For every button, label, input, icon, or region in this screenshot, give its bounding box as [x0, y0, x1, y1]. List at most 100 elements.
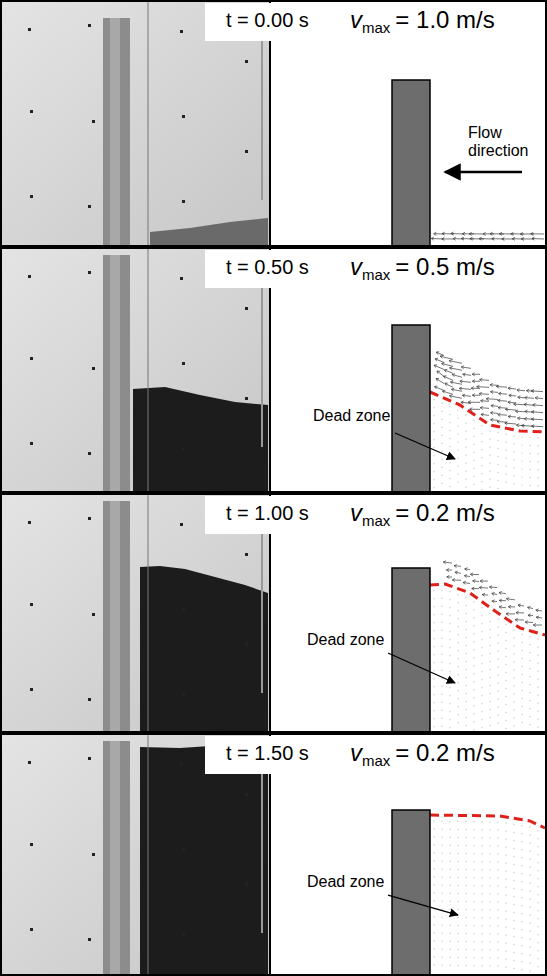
vector-head: [469, 232, 472, 235]
title-box: [205, 250, 545, 288]
zero-vector-dot: [505, 942, 506, 943]
zero-vector-dot: [521, 436, 522, 437]
zero-vector-dot: [457, 610, 458, 611]
zero-vector-dot: [473, 601, 474, 602]
zero-vector-dot: [497, 618, 498, 619]
zero-vector-dot: [449, 655, 450, 656]
velocity-vector: [434, 387, 444, 391]
zero-vector-dot: [441, 606, 442, 607]
vector-head: [531, 418, 534, 421]
zero-vector-dot: [513, 693, 514, 694]
zero-vector-dot: [505, 830, 506, 831]
vector-head: [483, 232, 486, 235]
velocity-vector: [517, 418, 525, 420]
zero-vector-dot: [513, 896, 514, 897]
velocity-vector: [491, 391, 498, 393]
vector-head: [481, 413, 484, 416]
zero-vector-dot: [537, 654, 538, 655]
zero-vector-dot: [521, 825, 522, 826]
zero-vector-dot: [473, 861, 474, 862]
velocity-vector: [499, 393, 507, 395]
zero-vector-dot: [465, 613, 466, 614]
zero-vector-dot: [505, 704, 506, 705]
zero-vector-dot: [465, 446, 466, 447]
zero-vector-dot: [457, 449, 458, 450]
zero-vector-dot: [489, 853, 490, 854]
velocity-subscript: max: [362, 266, 390, 283]
zero-vector-dot: [473, 901, 474, 902]
zero-vector-dot: [465, 478, 466, 479]
zero-vector-dot: [433, 702, 434, 703]
velocity-vector: [443, 376, 453, 380]
zero-vector-dot: [537, 926, 538, 927]
vector-head: [514, 403, 517, 406]
zero-vector-dot: [505, 640, 506, 641]
zero-vector-dot: [529, 866, 530, 867]
velocity-vector: [533, 625, 542, 626]
zero-vector-dot: [473, 420, 474, 421]
zero-vector-dot: [489, 957, 490, 958]
zero-vector-dot: [433, 431, 434, 432]
vector-head: [480, 406, 483, 409]
velocity-vector: [532, 238, 544, 239]
debris-flow-mass: [133, 387, 268, 493]
debris-flow-mass: [150, 218, 268, 247]
zero-vector-dot: [433, 964, 434, 965]
zero-vector-dot: [433, 590, 434, 591]
zero-vector-dot: [513, 483, 514, 484]
zero-vector-dot: [457, 425, 458, 426]
vector-head: [505, 422, 508, 425]
zero-vector-dot: [537, 445, 538, 446]
panel-border: [1, 248, 546, 492]
velocity-vector: [531, 390, 543, 392]
zero-vector-dot: [489, 462, 490, 463]
zero-vector-dot: [481, 933, 482, 934]
zero-vector-dot: [537, 902, 538, 903]
zero-vector-dot: [457, 634, 458, 635]
zero-vector-dot: [465, 653, 466, 654]
vector-head: [505, 408, 508, 411]
vector-head: [497, 420, 500, 423]
zero-vector-dot: [465, 829, 466, 830]
zero-vector-dot: [473, 909, 474, 910]
zero-vector-dot: [465, 438, 466, 439]
marker-dot: [245, 883, 248, 886]
zero-vector-dot: [433, 940, 434, 941]
vector-head: [436, 352, 439, 355]
vector-head: [502, 237, 505, 240]
marker-dot: [92, 613, 95, 616]
zero-vector-dot: [473, 641, 474, 642]
zero-vector-dot: [465, 917, 466, 918]
zero-vector-dot: [441, 435, 442, 436]
zero-vector-dot: [473, 729, 474, 730]
zero-vector-dot: [449, 901, 450, 902]
zero-vector-dot: [433, 876, 434, 877]
zero-vector-dot: [433, 820, 434, 821]
zero-vector-dot: [481, 845, 482, 846]
zero-vector-dot: [449, 591, 450, 592]
marker-dot: [28, 521, 31, 524]
zero-vector-dot: [481, 671, 482, 672]
zero-vector-dot: [537, 437, 538, 438]
velocity-vector: [525, 622, 533, 624]
zero-vector-dot: [505, 870, 506, 871]
zero-vector-dot: [497, 925, 498, 926]
zero-vector-dot: [497, 666, 498, 667]
zero-vector-dot: [537, 670, 538, 671]
vector-head: [452, 374, 455, 377]
vector-head: [536, 616, 539, 619]
zero-vector-dot: [497, 682, 498, 683]
zero-vector-dot: [457, 893, 458, 894]
zero-vector-dot: [537, 934, 538, 935]
marker-dot: [182, 362, 185, 365]
zero-vector-dot: [441, 670, 442, 671]
zero-vector-dot: [513, 904, 514, 905]
zero-vector-dot: [449, 663, 450, 664]
zero-vector-dot: [481, 695, 482, 696]
zero-vector-dot: [457, 949, 458, 950]
velocity-vector: [509, 395, 516, 397]
vector-head: [461, 401, 464, 404]
zero-vector-dot: [449, 925, 450, 926]
zero-vector-dot: [465, 957, 466, 958]
